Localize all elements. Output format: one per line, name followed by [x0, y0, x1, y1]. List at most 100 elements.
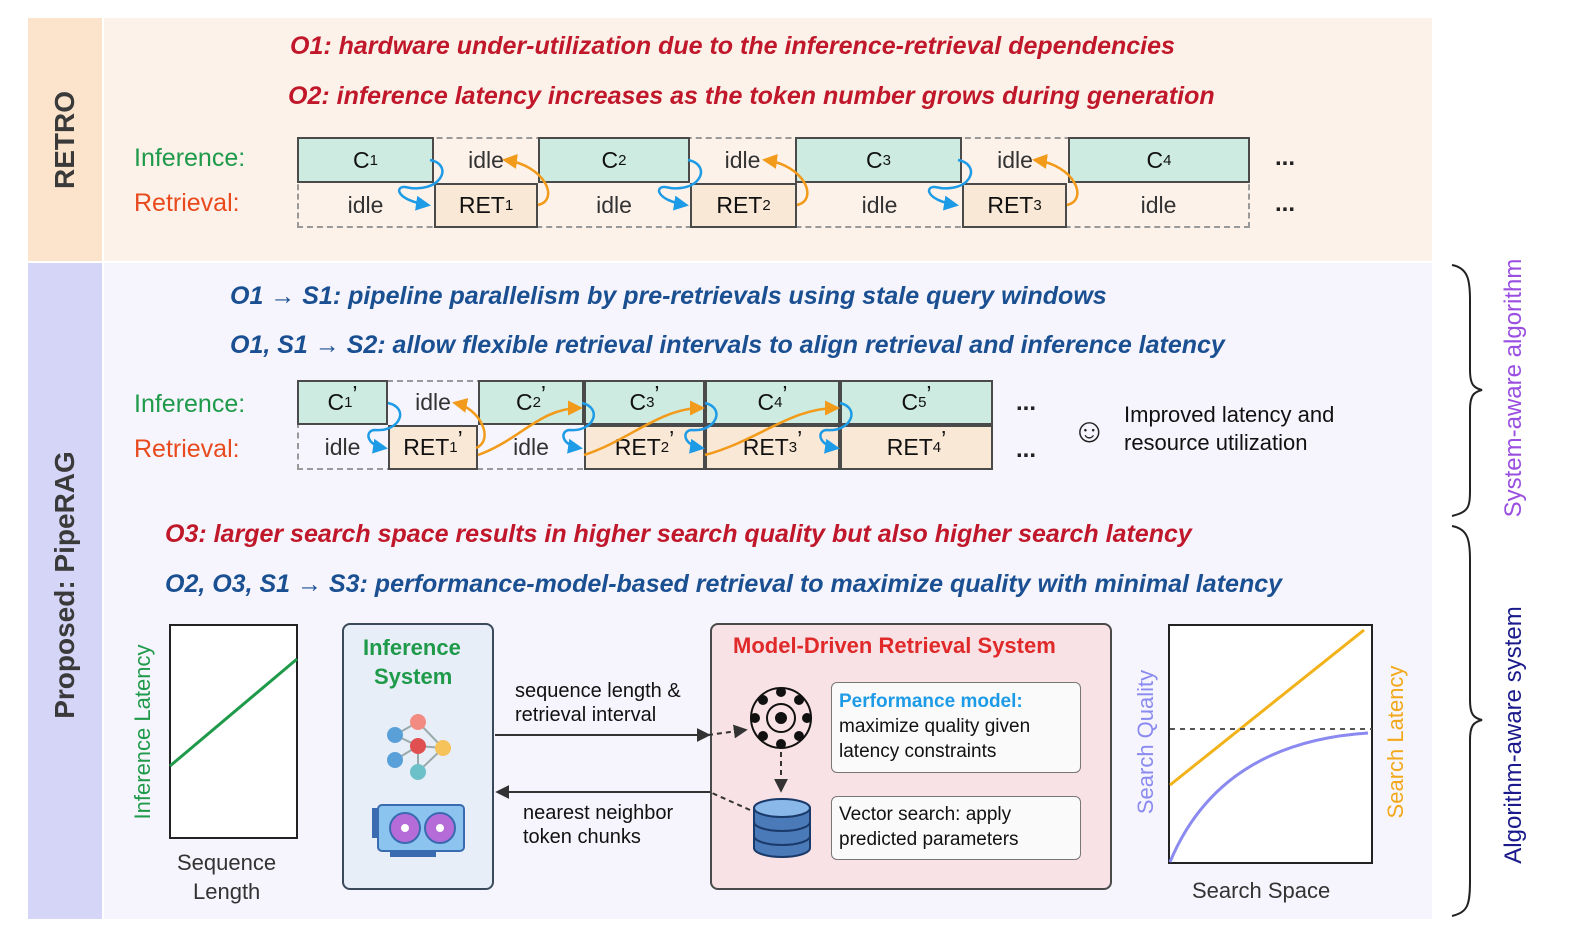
arrow-bottom-label-2: token chunks [523, 826, 641, 848]
arrow-bottom-label-1: nearest neighbor [523, 802, 674, 824]
cell-subscript: 1 [344, 394, 353, 411]
cell-prime: ’ [782, 381, 788, 407]
idle-label: idle [347, 192, 384, 218]
cell-subscript: 2 [532, 394, 541, 411]
performance-model-box [831, 682, 1081, 773]
cell-subscript: 2 [762, 197, 771, 214]
improved-line-2: resource utilization [1124, 430, 1308, 455]
algorithm-aware-system-label: Algorithm-aware system [1500, 606, 1527, 864]
vector-search-line-1: Vector search: apply [839, 804, 1012, 825]
cell-subscript: 4 [932, 439, 942, 456]
retro-inference-label: Inference: [134, 144, 246, 172]
cell-prime: ’ [654, 381, 660, 407]
cell-prime: ’ [540, 381, 547, 407]
performance-model-body-2: latency constraints [839, 741, 997, 762]
cell-label: RET [742, 434, 789, 460]
cell-subscript: 1 [504, 197, 514, 214]
pipe-ellipsis-inference: ... [1016, 389, 1037, 416]
cell-subscript: 1 [369, 151, 378, 169]
cell-subscript: 2 [618, 151, 627, 169]
inference-system-title-1: Inference [363, 635, 461, 660]
retro-o2: O2: inference latency increases as the t… [288, 82, 1215, 110]
idle-label: idle [1140, 192, 1177, 218]
cell-prime: ’ [457, 426, 463, 452]
performance-model-body-1: maximize quality given [839, 716, 1031, 737]
smiley-icon: ☺ [1072, 412, 1107, 450]
cell-label: RET [716, 192, 763, 218]
search-space-chart [1168, 624, 1373, 864]
arrow-top-label-1: sequence length & [515, 680, 681, 702]
pipe-retrieval-cell: idle [297, 425, 388, 470]
idle-label: idle [861, 192, 898, 218]
brace-algorithm-aware [1451, 525, 1483, 917]
cell-label: RET [987, 192, 1034, 218]
cell-label: RET [403, 434, 450, 460]
performance-model-title: Performance model: [839, 691, 1023, 712]
sequence-axis-label-2: Length [193, 879, 261, 904]
pipe-s2: O1, S1 → S2: allow flexible retrieval in… [230, 331, 1225, 359]
improved-line-1: Improved latency and [1124, 402, 1335, 427]
inference-latency-axis-label: Inference Latency [130, 644, 155, 820]
pipe-s3: O2, O3, S1 → S3: performance-model-based… [165, 570, 1283, 598]
arrow-top-label-2: retrieval interval [515, 704, 657, 726]
retro-retrieval-label: Retrieval: [134, 189, 240, 217]
search-space-axis-label: Search Space [1192, 878, 1331, 903]
idle-label: idle [724, 146, 761, 173]
pipe-retrieval-label: Retrieval: [134, 435, 240, 463]
vector-search-line-2: predicted parameters [839, 829, 1019, 850]
cell-label: C [866, 146, 883, 173]
search-quality-axis-label: Search Quality [1133, 669, 1158, 815]
cell-prime: ’ [941, 426, 947, 452]
retro-inference-cell: idle [690, 137, 795, 183]
idle-label: idle [415, 389, 451, 415]
cell-prime: ’ [352, 381, 358, 407]
cell-prime: ’ [797, 426, 803, 452]
retro-ellipsis-inference: ... [1275, 144, 1296, 171]
cell-label: C [757, 389, 775, 415]
pipe-o3: O3: larger search space results in highe… [165, 520, 1192, 548]
cell-subscript: 4 [1163, 151, 1172, 169]
retro-retrieval-cell: idle [1067, 183, 1250, 228]
cell-prime: ’ [926, 381, 932, 407]
cell-subscript: 4 [774, 394, 783, 411]
pipe-inference-label: Inference: [134, 390, 246, 418]
cell-subscript: 3 [788, 439, 798, 456]
idle-label: idle [513, 434, 549, 460]
retro-ellipsis-retrieval: ... [1275, 190, 1296, 217]
retro-retrieval-cell: idle [797, 183, 962, 228]
retro-retrieval-cell: idle [538, 183, 690, 228]
cell-label: C [327, 389, 345, 415]
cell-label: RET [614, 434, 661, 460]
mdrs-title: Model-Driven Retrieval System [733, 633, 1056, 658]
cell-label: RET [458, 192, 505, 218]
cell-label: C [601, 146, 619, 173]
retro-inference-cell: idle [962, 137, 1068, 183]
idle-label: idle [324, 434, 361, 460]
sequence-axis-label-1: Sequence [177, 850, 277, 875]
idle-label: idle [468, 146, 504, 173]
pipe-s1: O1 → S1: pipeline parallelism by pre-ret… [230, 282, 1107, 310]
cell-label: C [629, 389, 647, 415]
pipe-inference-cell: idle [388, 380, 478, 425]
retro-label: RETRO [49, 91, 80, 189]
cell-label: C [515, 389, 533, 415]
pipe-ellipsis-retrieval: ... [1016, 436, 1037, 463]
retro-side-band [28, 18, 102, 261]
brace-system-aware [1451, 264, 1483, 517]
cell-subscript: 3 [882, 151, 891, 169]
cell-label: RET [886, 434, 933, 460]
cell-subscript: 1 [449, 439, 458, 456]
